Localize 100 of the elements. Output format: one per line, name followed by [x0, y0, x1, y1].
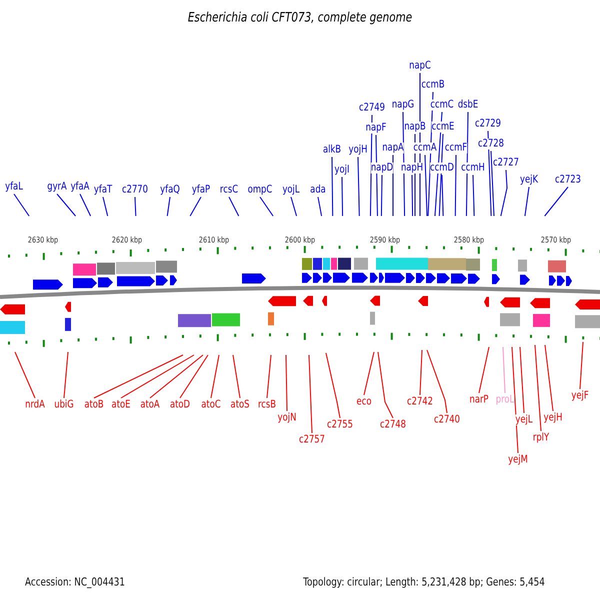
gene-label: ubiG	[54, 400, 74, 410]
gene-label: ccmD	[430, 162, 454, 174]
gene-label: yojH	[348, 144, 368, 156]
gene-label: napF	[366, 122, 386, 134]
leader-line	[428, 92, 434, 216]
leader-line	[490, 150, 494, 216]
gene-label: atoB	[84, 400, 104, 410]
leader-line	[260, 196, 274, 216]
gene-label: napA	[382, 142, 404, 154]
gene-label: c2757	[299, 434, 325, 446]
gene-label: atoA	[140, 400, 160, 410]
leader-line	[438, 134, 444, 216]
leader-line	[378, 352, 394, 418]
gene-label: yejH	[544, 412, 562, 424]
gene-label: yejF	[571, 390, 589, 402]
scale-label: 2590 kbp	[370, 234, 400, 246]
leader-line	[426, 350, 448, 414]
leader-line	[190, 196, 202, 216]
gene-label: yojN	[278, 412, 296, 424]
genome-summary-text: Topology: circular; Length: 5,231,428 bp; Genes: 5,454	[303, 576, 545, 588]
gene-label: ompC	[248, 184, 272, 196]
leader-line	[180, 354, 208, 398]
leader-line	[308, 354, 312, 434]
leader-line	[94, 354, 184, 398]
gene-label: dsbE	[458, 100, 478, 110]
gene-label: c2740	[434, 414, 460, 426]
gene-label: c2727	[493, 158, 519, 168]
gene-label: c2749	[359, 102, 385, 114]
gene-label: c2728	[478, 138, 504, 150]
leader-line	[454, 154, 456, 216]
gene-label: c2723	[555, 174, 581, 186]
gene-label: c2755	[327, 420, 353, 430]
gene-label: proL	[496, 394, 514, 406]
leader-line	[478, 346, 490, 394]
gene-label: rcsB	[258, 400, 276, 410]
leader-line	[120, 354, 194, 398]
leader-line	[502, 346, 506, 394]
gene-label: yfaL	[5, 182, 23, 192]
gene-label: ccmE	[432, 122, 454, 132]
leader-line	[134, 196, 136, 216]
gene-label: napG	[392, 100, 414, 110]
gene-label: ccmC	[430, 100, 454, 110]
gene-label: ccmH	[461, 162, 485, 174]
leader-line	[420, 350, 422, 396]
leader-line	[80, 194, 92, 216]
gene-label: rplY	[532, 432, 550, 444]
gene-label: atoC	[201, 400, 221, 410]
leader-line	[266, 354, 272, 398]
gene-label: ada	[310, 184, 326, 196]
leader-line	[512, 346, 518, 454]
scale-label: 2620 kbp	[112, 234, 142, 246]
gene-label: ccmF	[444, 142, 468, 154]
leader-line	[332, 156, 334, 216]
gene-label: napB	[404, 122, 426, 132]
leader-line	[380, 174, 382, 216]
gene-label: atoD	[170, 400, 190, 410]
leader-line	[102, 196, 108, 216]
leader-line	[64, 352, 68, 398]
gene-label: yfaT	[94, 184, 112, 196]
leader-line	[364, 352, 374, 396]
leader-line	[544, 344, 554, 412]
gene-label: yfaQ	[160, 184, 180, 196]
gene-label: narP	[470, 394, 488, 406]
gene-label: atoE	[112, 400, 130, 410]
leader-line	[166, 196, 170, 216]
scale-label: 2570 kbp	[540, 234, 572, 246]
leader-line	[318, 196, 322, 216]
gene-label: rcsC	[220, 184, 238, 196]
gene-label: alkB	[322, 144, 342, 156]
gene-label: gyrA	[47, 182, 67, 192]
leader-line	[472, 174, 475, 216]
gene-label: c2729	[475, 118, 501, 130]
gene-label: eco	[356, 396, 372, 408]
gene-label: c2748	[380, 420, 406, 430]
leader-line	[150, 354, 204, 398]
leader-line	[56, 194, 76, 216]
scale-label: 2610 kbp	[198, 234, 230, 246]
gene-label: ccmA	[413, 142, 437, 154]
leader-line	[370, 114, 372, 216]
leader-line	[228, 196, 240, 216]
leader-line	[402, 112, 406, 216]
gene-label: yfaA	[70, 182, 90, 192]
gene-label: napH	[400, 162, 424, 174]
leader-line	[412, 174, 414, 216]
gene-label: yejK	[520, 174, 538, 186]
gene-label: c2770	[122, 184, 148, 196]
leader-line	[442, 174, 444, 216]
leader-line	[466, 112, 468, 216]
leader-line	[286, 354, 288, 412]
gene-label: yejM	[508, 454, 528, 466]
leader-line	[544, 186, 568, 216]
leader-line	[488, 130, 492, 216]
scale-label: 2630 kbp	[28, 234, 58, 246]
gene-label: ccmB	[421, 80, 445, 90]
leader-line	[14, 194, 30, 216]
gene-label: napC	[409, 60, 431, 72]
gene-label: yfaP	[192, 184, 210, 196]
scale-label: 2580 kbp	[454, 234, 484, 246]
gene-label: atoS	[230, 400, 250, 410]
leader-line	[14, 352, 36, 398]
